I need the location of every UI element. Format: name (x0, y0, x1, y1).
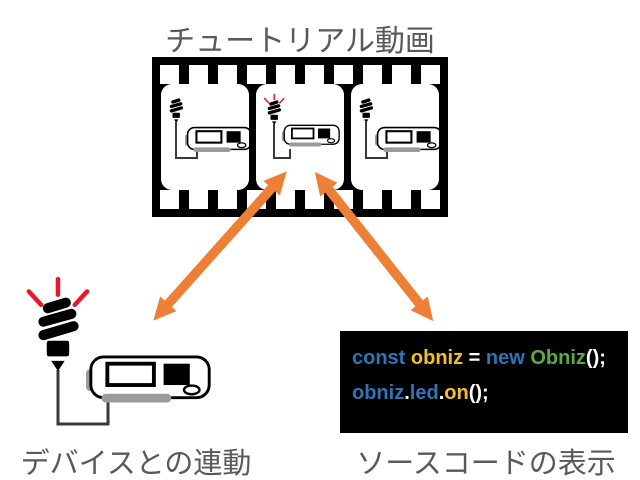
code-caption: ソースコードの表示 (356, 448, 616, 480)
sprocket-hole (160, 190, 179, 209)
sprocket-hole (247, 190, 266, 209)
sprocket-hole (218, 65, 237, 84)
film-frame-1 (161, 84, 249, 190)
code-token: obniz (410, 347, 469, 369)
code-token: (); (585, 347, 606, 369)
sprocket-hole (276, 190, 295, 209)
sprocket-hole (305, 190, 324, 209)
film-frame-2 (256, 84, 344, 190)
sprocket-hole (334, 190, 353, 209)
frame-illustration (359, 98, 439, 159)
sprocket-hole (247, 65, 266, 84)
cfl-bulb-icon (169, 98, 184, 123)
sprocket-hole (363, 65, 382, 84)
page-title: チュートリアル動画 (165, 25, 435, 58)
sprocket-hole (392, 190, 411, 209)
sprocket-hole (305, 65, 324, 84)
film-strip (152, 57, 448, 217)
code-token: new (485, 347, 531, 369)
cfl-bulb-lit-icon (263, 93, 285, 125)
sprocket-hole (421, 190, 440, 209)
sprocket-hole (363, 190, 382, 209)
code-token: Obniz (530, 347, 586, 369)
code-token: . (438, 382, 445, 404)
code-token: . (404, 382, 410, 404)
sprocket-hole (334, 65, 353, 84)
device-illustration (26, 276, 211, 426)
cfl-bulb-icon (359, 98, 374, 123)
device-caption: デバイスとの連動 (20, 448, 252, 480)
code-block: const obniz = new Obniz(); obniz.led.on(… (340, 331, 628, 433)
code-token: (); (468, 382, 489, 404)
film-frame-3 (351, 84, 439, 190)
sprocket-hole (189, 190, 208, 209)
code-line: const obniz = new Obniz(); (352, 341, 628, 376)
code-token: = (468, 347, 486, 369)
obniz-board-icon (86, 355, 211, 403)
sprocket-hole (160, 65, 179, 84)
code-token: obniz (352, 382, 405, 404)
code-line: obniz.led.on(); (352, 376, 628, 411)
obniz-board-icon (185, 126, 249, 152)
obniz-board-icon (282, 124, 340, 147)
code-token: const (352, 347, 411, 369)
sprocket-hole (276, 65, 295, 84)
sprocket-row-top (158, 65, 442, 84)
code-token: led (409, 382, 439, 404)
film-frames (158, 84, 442, 190)
sprocket-hole (218, 190, 237, 209)
obniz-board-icon (375, 126, 439, 152)
sprocket-hole (189, 65, 208, 84)
frame-illustration (263, 93, 340, 159)
cfl-bulb-lit-icon (26, 276, 90, 371)
sprocket-row-bottom (158, 190, 442, 209)
sprocket-hole (421, 65, 440, 84)
code-token: on (444, 382, 469, 404)
frame-illustration (169, 98, 249, 159)
sprocket-hole (392, 65, 411, 84)
